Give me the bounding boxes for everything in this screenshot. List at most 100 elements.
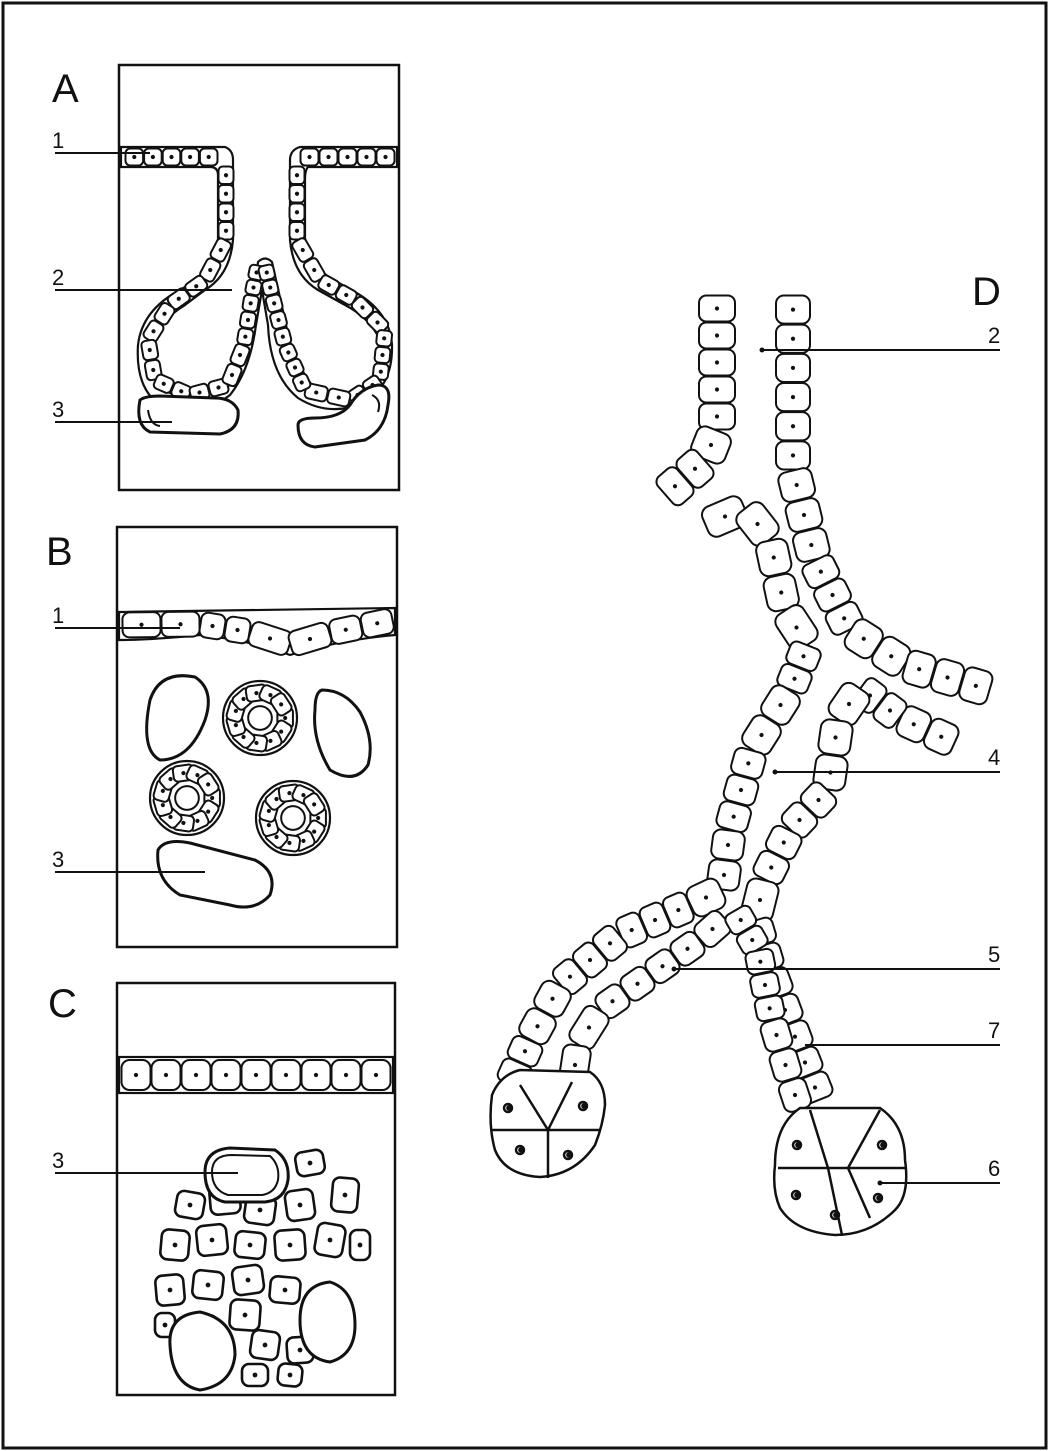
- epithelial-cell: [122, 1060, 151, 1090]
- epithelial-cell: [181, 149, 199, 166]
- epithelial-cell: [290, 222, 305, 240]
- epithelial-cell: [126, 149, 144, 166]
- epithelial-cell: [362, 1060, 391, 1090]
- panel-d: D 2 4 5 7: [491, 270, 1001, 1235]
- epithelial-cell: [376, 330, 392, 347]
- surface-epithelium-cells: [122, 1060, 391, 1090]
- label-a-2: 2: [52, 265, 64, 290]
- label-d-7: 7: [988, 1018, 1000, 1043]
- epithelial-cell: [328, 614, 364, 645]
- blood-vessel: [300, 1282, 355, 1362]
- epithelial-cell: [290, 204, 305, 222]
- gland-cell: [160, 1229, 191, 1261]
- epithelial-cell: [710, 828, 746, 861]
- epithelial-cell: [265, 294, 284, 313]
- epithelial-cell: [332, 1060, 361, 1090]
- panel-b: B 1 3: [46, 527, 397, 947]
- epithelial-cell: [301, 149, 319, 166]
- gland-cell: [249, 1329, 281, 1361]
- epithelial-cell: [776, 325, 810, 353]
- epithelial-cell: [122, 612, 160, 637]
- blood-vessel: [147, 676, 209, 760]
- epithelial-cell: [219, 204, 234, 222]
- panel-letter-b: B: [46, 530, 73, 574]
- label-a-1: 1: [52, 128, 64, 153]
- gland-cell: [284, 1188, 316, 1222]
- blood-vessel: [139, 396, 238, 434]
- gland-cell: [192, 1270, 225, 1301]
- label-b-3: 3: [52, 847, 64, 872]
- epithelial-cell: [242, 294, 259, 312]
- epithelial-cell: [163, 149, 181, 166]
- label-d-5: 5: [988, 942, 1000, 967]
- epithelial-cell: [152, 1060, 181, 1090]
- blood-vessel: [158, 842, 272, 908]
- panel-letter-a: A: [52, 67, 79, 111]
- panel-letter-c: C: [48, 982, 77, 1026]
- epithelial-cell: [776, 412, 810, 440]
- epithelial-cell: [237, 328, 254, 346]
- epithelial-cell: [219, 167, 234, 185]
- gland-cell: [313, 1222, 346, 1258]
- epithelial-cell: [219, 222, 234, 240]
- epithelial-cell: [776, 296, 810, 324]
- epithelial-cell: [776, 354, 810, 382]
- epithelial-cell: [182, 1060, 211, 1090]
- gland-cell: [231, 1264, 265, 1296]
- epithelial-cell: [320, 149, 338, 166]
- epithelial-cell: [161, 612, 199, 637]
- label-c-3: 3: [52, 1148, 64, 1173]
- epithelial-cell: [242, 1060, 271, 1090]
- gland-cell: [196, 1224, 229, 1257]
- epithelial-cell: [302, 1060, 331, 1090]
- panel-letter-d: D: [972, 270, 1001, 314]
- epithelial-cell: [274, 327, 293, 346]
- epithelial-cell: [374, 346, 390, 363]
- epithelial-cell: [239, 311, 256, 329]
- gland-cell: [229, 1299, 261, 1331]
- epithelial-cell: [339, 149, 357, 166]
- label-a-3: 3: [52, 397, 64, 422]
- label-d-2: 2: [988, 323, 1000, 348]
- panel-a: A 1 2 3: [52, 65, 399, 490]
- epithelial-cell: [754, 537, 793, 578]
- label-b-1: 1: [52, 603, 64, 628]
- epithelial-cell: [817, 718, 854, 757]
- epithelial-cell: [245, 279, 263, 296]
- gland-cell: [155, 1274, 186, 1306]
- epithelial-cell: [377, 149, 395, 166]
- epithelial-cell: [699, 377, 735, 403]
- epithelial-cell: [224, 616, 252, 645]
- panel-c: C 3: [48, 982, 395, 1395]
- blood-vessel: [315, 690, 371, 776]
- label-d-4: 4: [988, 745, 1000, 770]
- epithelial-cell: [219, 185, 234, 203]
- epithelial-cell: [699, 350, 735, 376]
- epithelial-cell: [359, 608, 395, 639]
- blood-vessel: [170, 1312, 235, 1390]
- gland-cell: [294, 1149, 326, 1177]
- gland-cell: [174, 1190, 206, 1220]
- epithelial-cell: [200, 149, 218, 166]
- epithelial-cell: [699, 296, 735, 322]
- epithelial-cell: [269, 310, 288, 329]
- gland-cell: [269, 1276, 301, 1305]
- gland-cell: [350, 1230, 370, 1260]
- panel-a-cells: [126, 149, 395, 408]
- epithelial-cell: [199, 612, 227, 641]
- terminal-acinus-right: [774, 1108, 906, 1235]
- epithelial-cell: [290, 185, 305, 203]
- epithelial-cell: [699, 323, 735, 349]
- gland-cell: [277, 1363, 303, 1387]
- gland-cell: [331, 1177, 360, 1213]
- epithelial-cell: [212, 1060, 241, 1090]
- epithelial-cell: [258, 264, 276, 281]
- terminal-acinus-left: [491, 1070, 605, 1178]
- label-d-6: 6: [988, 1156, 1000, 1181]
- gland-cell: [234, 1231, 267, 1260]
- epithelial-cell: [776, 383, 810, 411]
- epithelial-cell: [141, 339, 159, 361]
- epithelial-cell: [272, 1060, 301, 1090]
